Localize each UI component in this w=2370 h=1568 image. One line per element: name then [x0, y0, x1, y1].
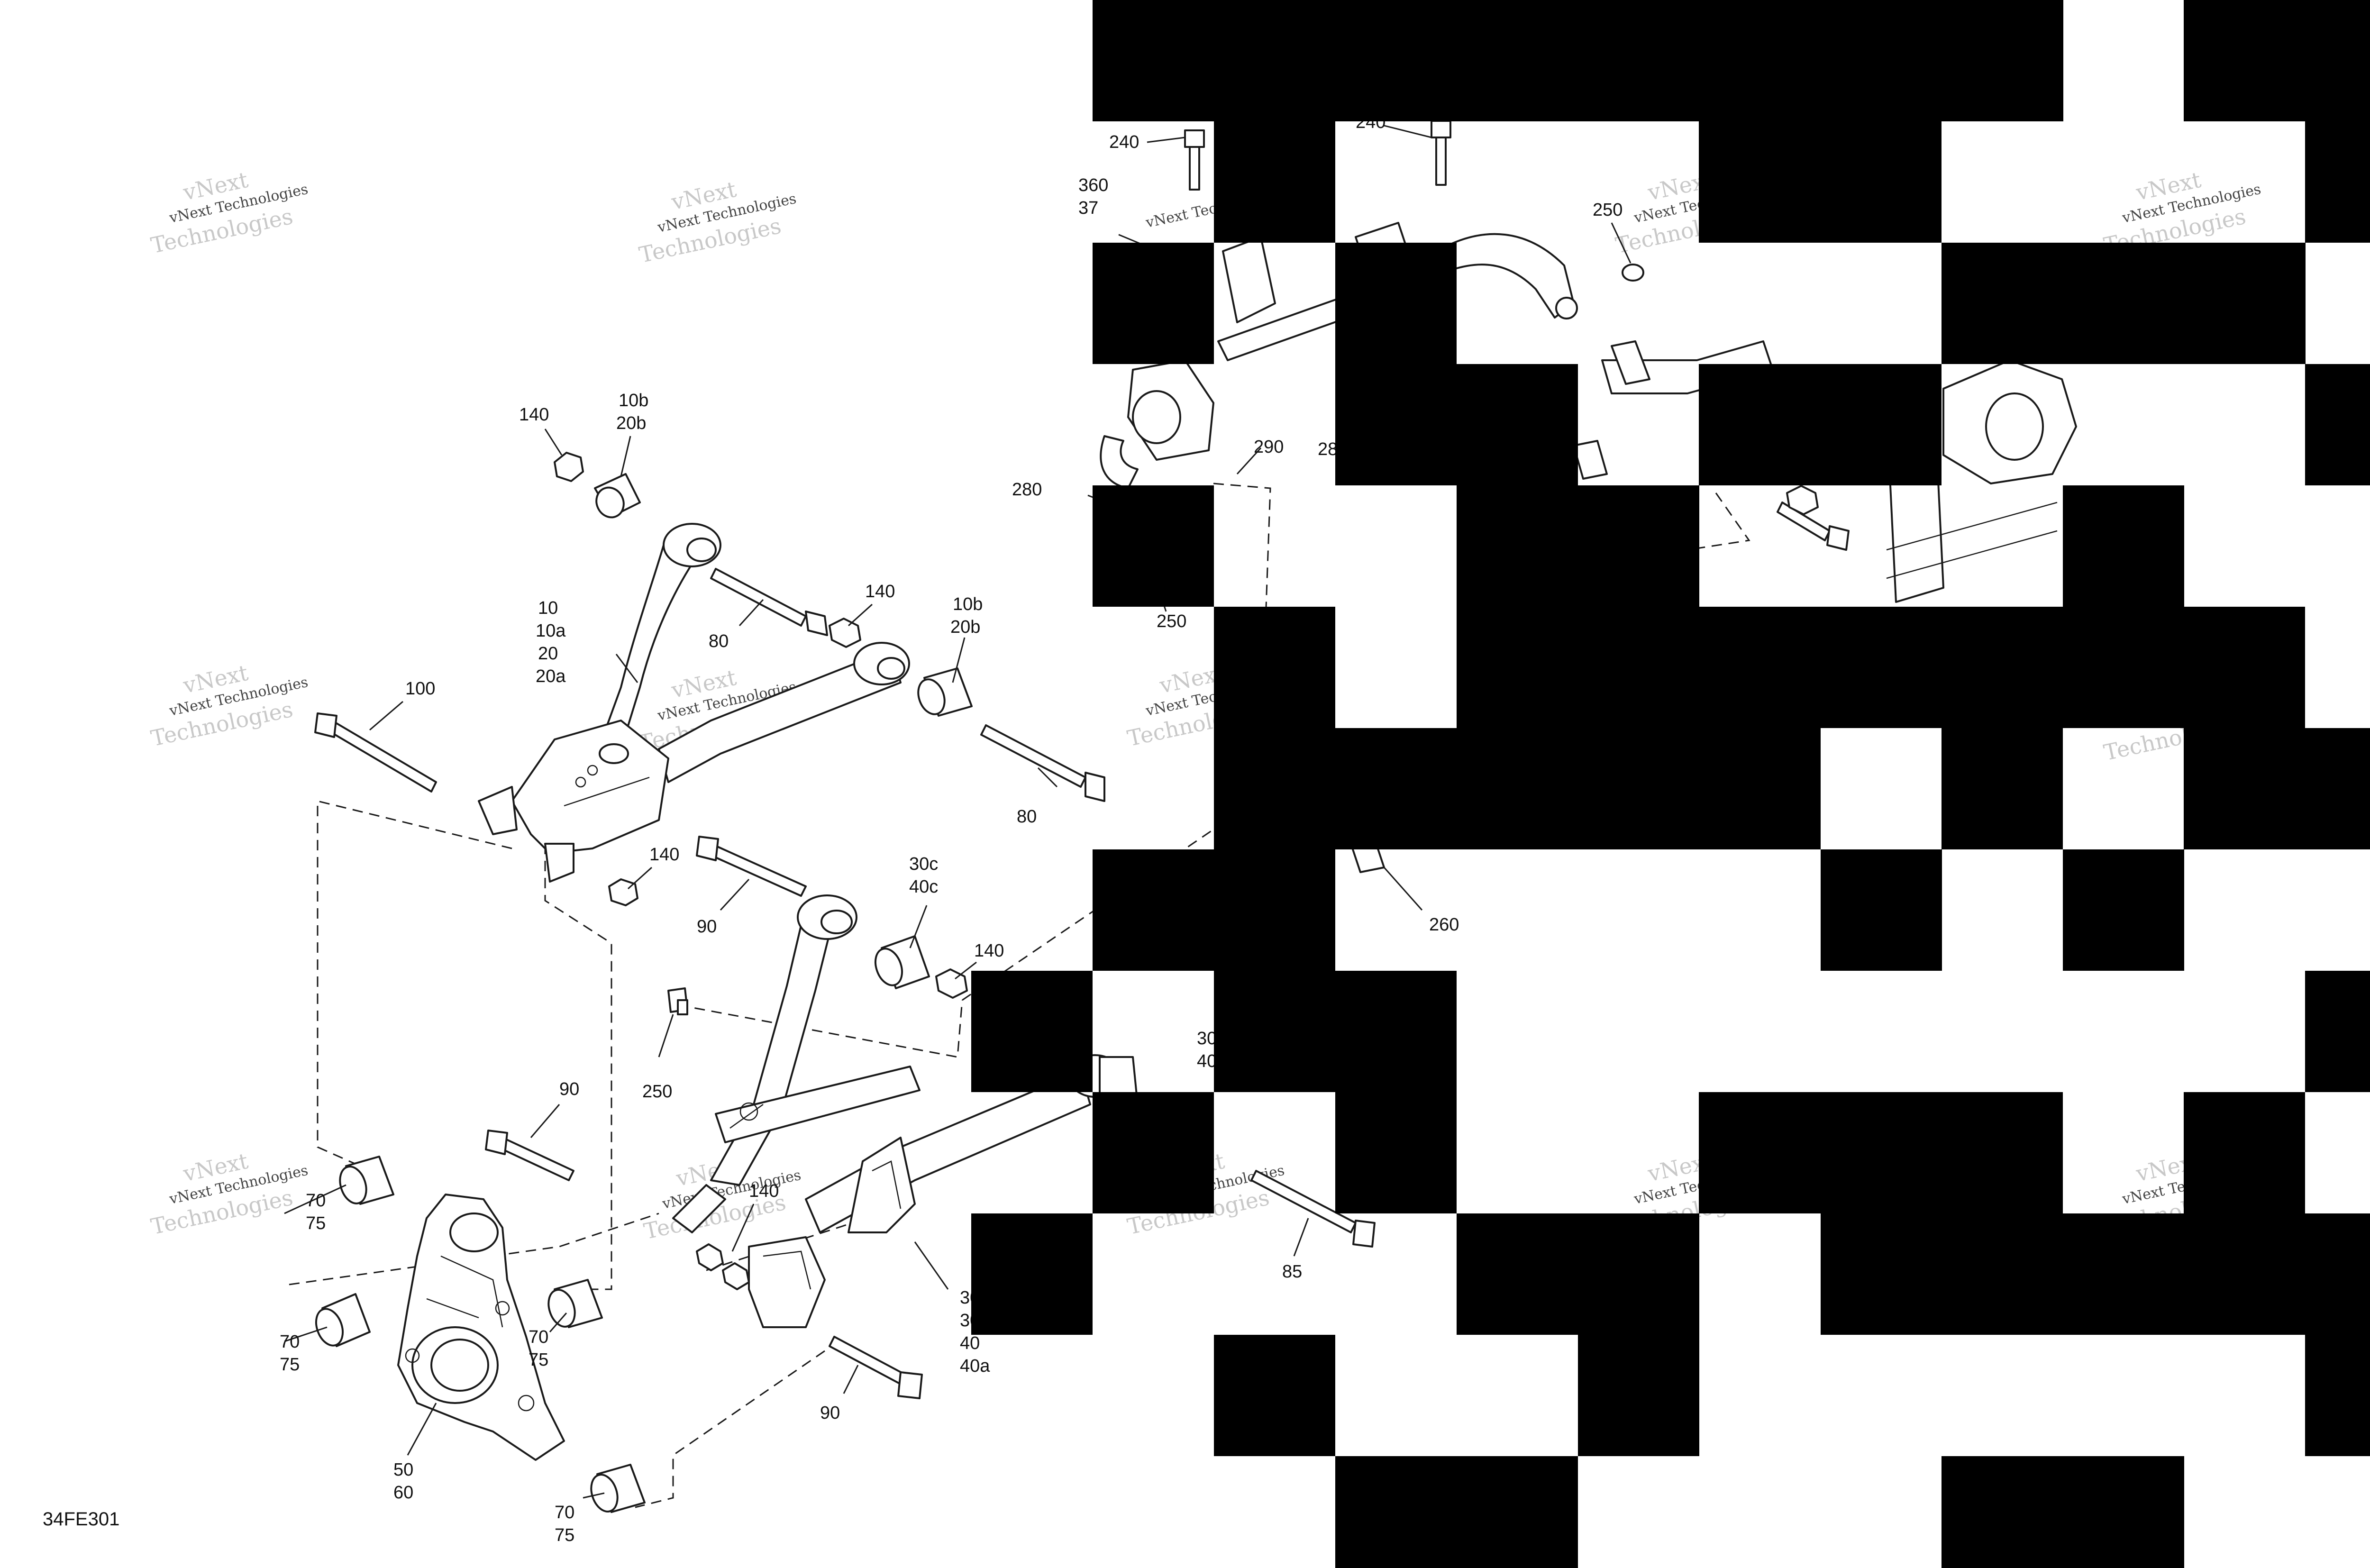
callout-40: 40: [1197, 1051, 1217, 1071]
callout-70: 70: [280, 1332, 300, 1352]
callout-360: 360: [1078, 175, 1108, 195]
callout-50: 50: [393, 1460, 413, 1480]
callout-10b: 10b: [953, 594, 983, 614]
callout-30: 30: [1197, 1029, 1217, 1048]
upper-a-arm: [478, 523, 910, 883]
lower-hardware: [485, 836, 968, 1399]
callout-140: 140: [519, 405, 549, 425]
callout-75: 75: [529, 1350, 548, 1370]
callout-10a: 10a: [536, 621, 566, 641]
callout-28: 28: [1318, 439, 1338, 459]
callout-20b: 20b: [950, 617, 980, 637]
callouts: 140 10b 20b 10 10a 20 20a 80 140 10b 20b…: [280, 112, 1623, 1545]
callout-70: 70: [555, 1503, 574, 1522]
callout-90: 90: [820, 1403, 840, 1423]
diagram-reference: 34FE301: [43, 1509, 119, 1530]
callout-10b: 10b: [619, 391, 648, 410]
callout-75: 75: [306, 1213, 326, 1233]
redaction-mosaic: [971, 0, 2370, 1568]
callout-40a: 40a: [960, 1356, 990, 1376]
callout-85: 85: [1282, 1262, 1302, 1282]
callout-40: 40: [960, 1333, 980, 1353]
lower-a-arm: [672, 894, 1122, 1328]
callout-20: 20: [538, 644, 558, 664]
callout-75: 75: [555, 1525, 574, 1545]
leader-lines: [284, 125, 1632, 1499]
callout-90: 90: [559, 1079, 579, 1099]
callout-90: 90: [697, 917, 717, 937]
callout-140: 140: [649, 845, 679, 865]
callout-80: 80: [709, 631, 729, 651]
callout-70: 70: [529, 1327, 548, 1347]
callout-280: 280: [1012, 480, 1042, 500]
callout-30c: 30c: [909, 854, 938, 874]
callout-140: 140: [974, 941, 1004, 961]
callout-250: 250: [1157, 611, 1186, 631]
callout-240: 240: [1109, 132, 1139, 152]
callout-140: 140: [865, 582, 895, 602]
wheel-knuckle: [397, 1194, 565, 1461]
callout-60: 60: [393, 1483, 413, 1503]
callout-140: 140: [749, 1181, 779, 1201]
callout-260: 260: [1429, 915, 1459, 935]
assembly-guide-lines: [289, 483, 1750, 1508]
callout-250: 250: [642, 1082, 672, 1102]
upper-hardware: [314, 452, 1105, 906]
callout-250: 250: [1593, 200, 1623, 220]
callout-20a: 20a: [536, 666, 566, 686]
callout-10: 10: [538, 598, 558, 618]
callout-80: 80: [1017, 807, 1037, 827]
callout-20b: 20b: [616, 413, 646, 433]
callout-37: 37: [1078, 198, 1098, 218]
callout-75: 75: [280, 1355, 300, 1375]
callout-70: 70: [306, 1191, 326, 1211]
callout-40c: 40c: [909, 877, 938, 897]
callout-290: 290: [1254, 437, 1284, 457]
callout-100: 100: [405, 679, 435, 699]
